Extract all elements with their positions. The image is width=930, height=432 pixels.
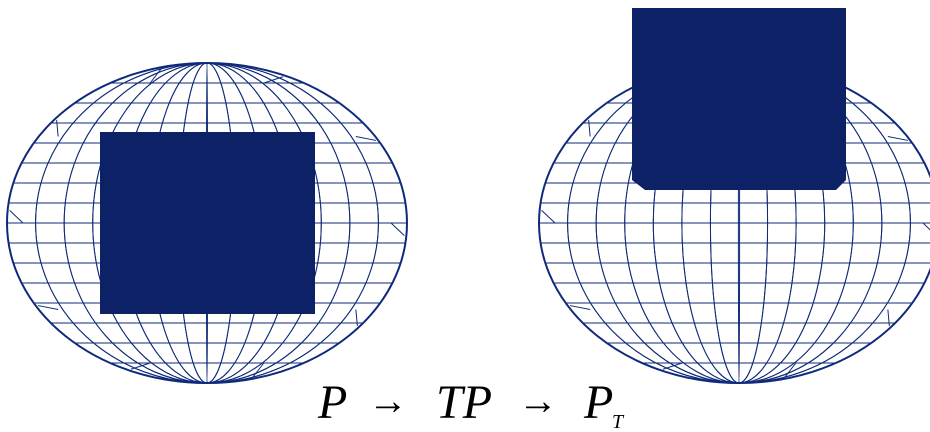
formula-pt-base: P [583,376,613,429]
svg-text:→: → [368,378,408,423]
facet-edge [38,306,58,310]
facet-edge [391,223,404,236]
facet-edge [356,310,358,327]
formula-arrow-1: → [368,378,408,423]
svg-text:P: P [317,376,347,429]
facet-edge [57,120,59,137]
square-patch-centered [100,132,315,314]
svg-text:→: → [518,378,558,423]
svg-text:T: T [612,411,625,432]
facet-edge [923,223,930,236]
svg-text:P: P [583,376,613,429]
formula-p: P [317,376,347,429]
formula-pt-subscript: T [612,411,625,432]
formula-arrow-2: → [518,378,558,423]
facet-edge [356,136,376,140]
facet-edge [888,310,890,327]
facet-edge [589,120,591,137]
formula: P → TP → P T [317,376,625,432]
facet-edge [10,210,23,223]
facet-edge [888,136,908,140]
facet-edge [542,210,555,223]
svg-text:TP: TP [436,376,492,429]
square-patch-translated-up [632,8,846,190]
formula-tp: TP [436,376,492,429]
facet-edge [570,306,590,310]
